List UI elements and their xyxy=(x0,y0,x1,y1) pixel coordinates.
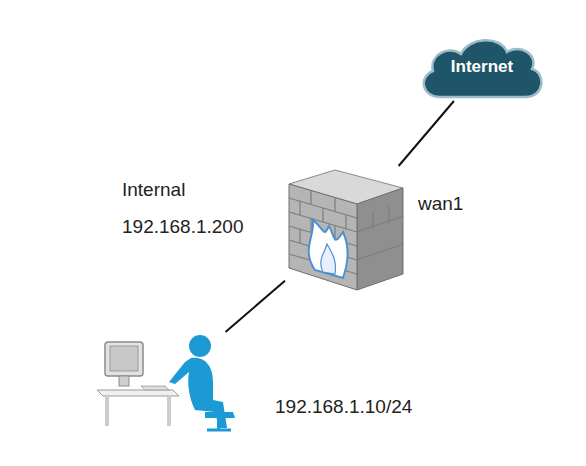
address-label: Internal xyxy=(122,179,185,202)
internet-cloud: Internet xyxy=(418,35,546,101)
network-link xyxy=(399,101,454,166)
workstation-icon: 192.168.1.10/24 xyxy=(95,332,240,432)
address-label: 192.168.1.200 xyxy=(122,216,244,239)
address-label: 192.168.1.10/24 xyxy=(275,396,412,419)
address-label: wan1 xyxy=(418,193,463,216)
firewall-icon-graphic xyxy=(285,166,405,292)
workstation-icon-graphic xyxy=(95,332,240,432)
network-link xyxy=(226,281,285,332)
firewall-icon: Internal192.168.1.200wan1 xyxy=(285,166,405,292)
cloud-label: Internet xyxy=(418,57,546,77)
